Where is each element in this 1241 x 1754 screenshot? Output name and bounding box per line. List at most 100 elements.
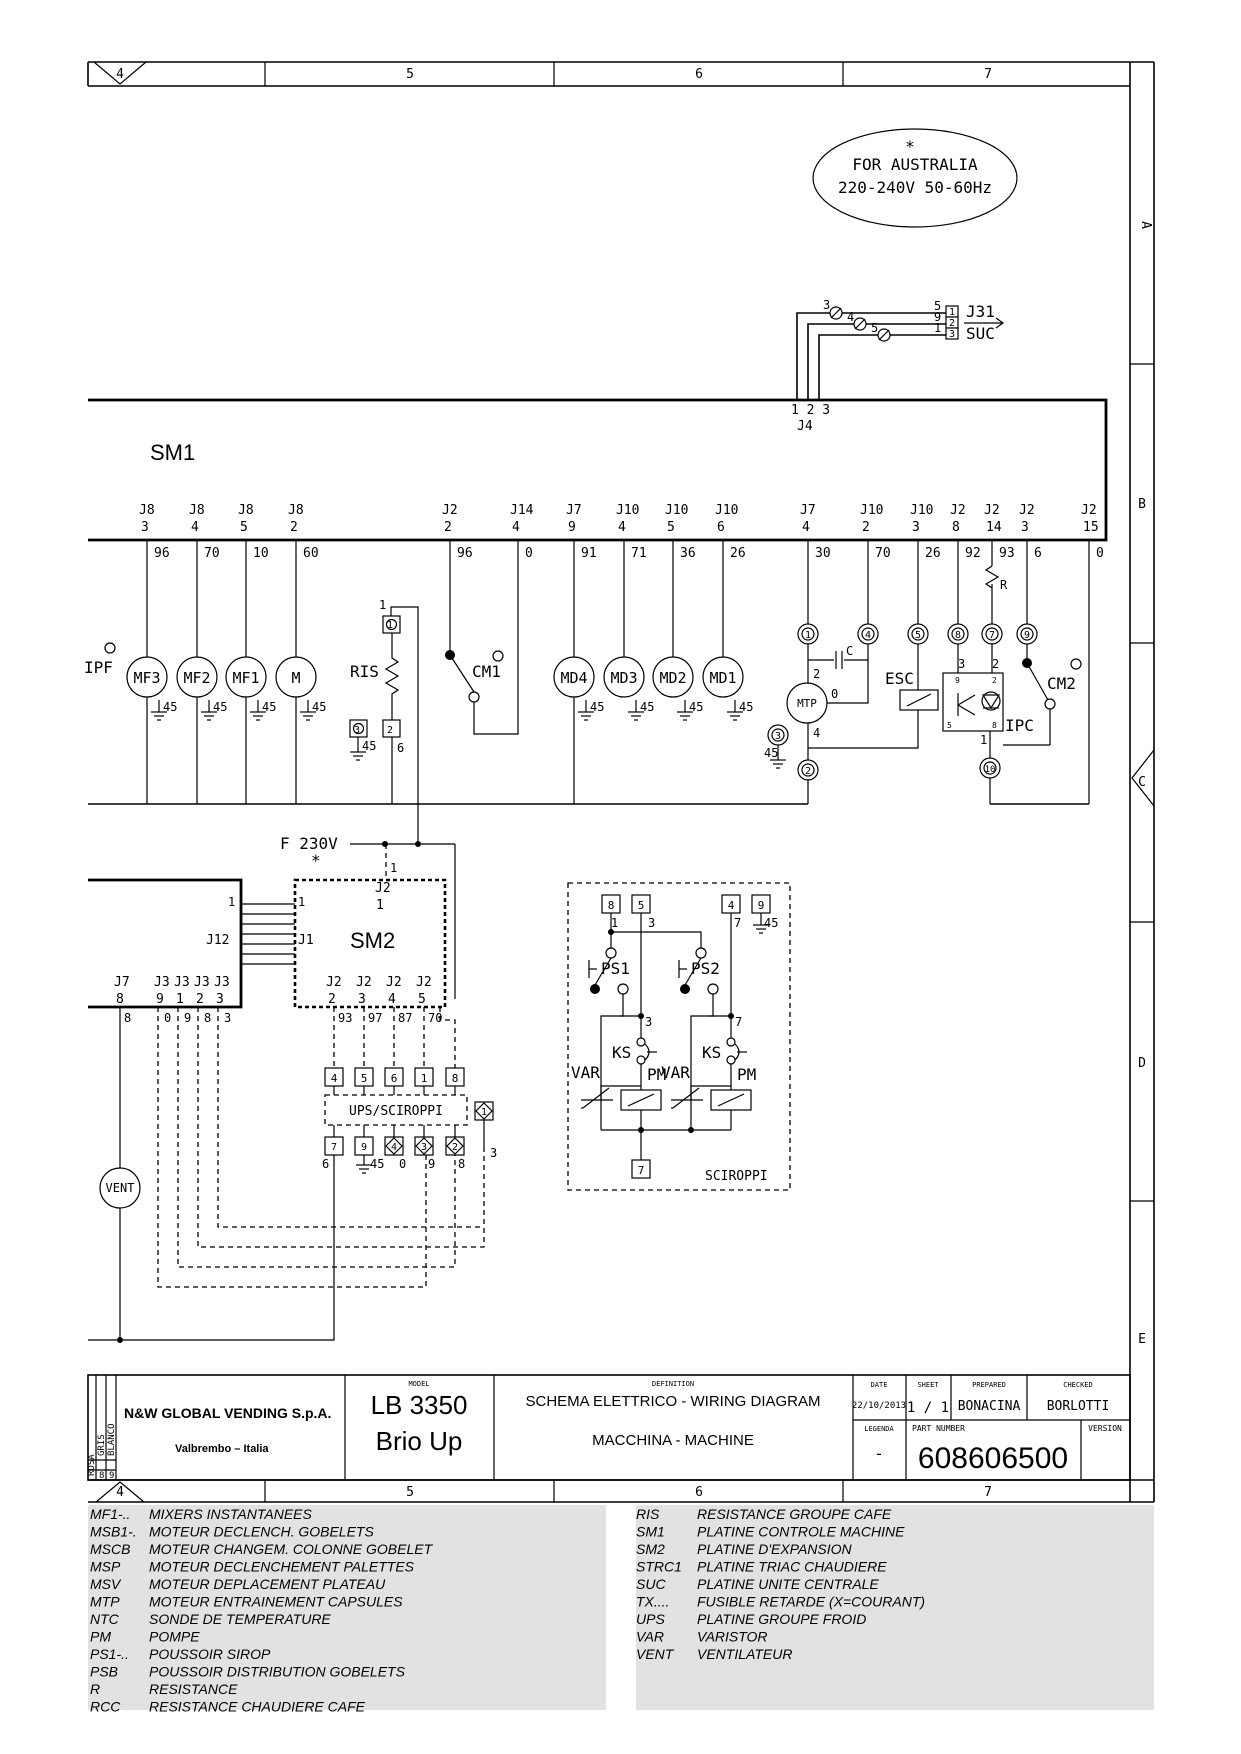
ups-bottom-wire: 0 bbox=[399, 1157, 406, 1171]
prepared-value: BONACINA bbox=[958, 1399, 1021, 1414]
definition-line2: MACCHINA - MACHINE bbox=[592, 1432, 754, 1449]
motor-label: M bbox=[291, 669, 300, 687]
sciroppi-node: 3 bbox=[645, 1015, 652, 1029]
ups-top-terminal-label: 4 bbox=[331, 1072, 338, 1085]
sm1-connector-name: J7 bbox=[566, 503, 582, 518]
company-name: N&W GLOBAL VENDING S.p.A. bbox=[124, 1405, 331, 1421]
sm1-connector-pin: 2 bbox=[862, 520, 870, 535]
ground-label: 45 bbox=[640, 700, 654, 714]
sm1-wire-number: 70 bbox=[875, 546, 891, 561]
j3-label: J3 bbox=[214, 975, 230, 990]
mtp-terminal: 4 bbox=[865, 630, 871, 641]
sm1-connector-pin: 6 bbox=[717, 520, 725, 535]
vent-label: VENT bbox=[106, 1181, 135, 1195]
ipc-label: IPC bbox=[1005, 716, 1034, 735]
legend-text: MOTEUR DECLENCH. GOBELETS bbox=[149, 1524, 374, 1540]
j1-label: J1 bbox=[298, 933, 314, 948]
j7-wire: 8 bbox=[124, 1011, 131, 1025]
legend-code: UPS bbox=[636, 1611, 665, 1627]
sciroppi-node: 7 bbox=[735, 1015, 742, 1029]
j2-pin: 4 bbox=[388, 992, 396, 1007]
sm1-connector-row: J8396J8470J8510J8260J2296J1440J7991J1047… bbox=[139, 503, 1104, 561]
sciroppi-wire: 7 bbox=[734, 916, 741, 930]
pm-coil-icon bbox=[717, 1093, 745, 1107]
color-number: 9 bbox=[109, 1471, 114, 1481]
sm1-connector-pin: 2 bbox=[444, 520, 452, 535]
sm1-connector-name: J8 bbox=[139, 503, 155, 518]
ipc-wire: 2 bbox=[992, 657, 999, 671]
j3-wire: 8 bbox=[204, 1011, 211, 1025]
legend-code: RCC bbox=[90, 1699, 121, 1715]
ground-label: 45 bbox=[163, 700, 177, 714]
ris-wire: 6 bbox=[397, 741, 404, 755]
j3-wire: 3 bbox=[224, 1011, 231, 1025]
legend-text: VENTILATEUR bbox=[697, 1646, 792, 1662]
mtp-terminal: 0 bbox=[831, 687, 838, 701]
legend-text: RESISTANCE CHAUDIERE CAFE bbox=[149, 1699, 366, 1715]
prepared-label: PREPARED bbox=[972, 1381, 1006, 1389]
legend-right-panel bbox=[636, 1505, 1154, 1710]
column-label: 5 bbox=[406, 67, 414, 82]
j2-pin: 3 bbox=[358, 992, 366, 1007]
sm1-connector-name: J2 bbox=[1081, 503, 1097, 518]
australia-note: * FOR AUSTRALIA 220-240V 50-60Hz bbox=[812, 128, 1018, 228]
legend-code: RIS bbox=[636, 1506, 660, 1522]
sm1-wire-number: 91 bbox=[581, 546, 597, 561]
definition-line1: SCHEMA ELETTRICO - WIRING DIAGRAM bbox=[525, 1393, 820, 1410]
sciroppi-wire bbox=[690, 994, 714, 1130]
ups-label: UPS/SCIROPPI bbox=[349, 1104, 443, 1119]
column-label: 7 bbox=[984, 67, 992, 82]
mtp-terminal: 2 bbox=[813, 667, 820, 681]
md-motor-label: MD3 bbox=[610, 669, 637, 687]
sm2-pin: 1 bbox=[298, 895, 305, 909]
date-label: DATE bbox=[871, 1381, 888, 1389]
diamond-icon bbox=[415, 1137, 433, 1155]
sm1-wire-number: 96 bbox=[154, 546, 170, 561]
sm1-wire-number: 60 bbox=[303, 546, 319, 561]
legend-code: NTC bbox=[90, 1611, 120, 1627]
ris-terminal: 2 bbox=[387, 725, 393, 736]
legend-text: POUSSOIR DISTRIBUTION GOBELETS bbox=[149, 1664, 406, 1680]
sciroppi-terminal-label: 5 bbox=[638, 899, 645, 912]
ground-label: 45 bbox=[362, 739, 376, 753]
legend-code: SM2 bbox=[636, 1541, 665, 1557]
legend-text: VARISTOR bbox=[697, 1629, 768, 1645]
legend-text: POUSSOIR SIROP bbox=[149, 1646, 271, 1662]
var-label: VAR bbox=[571, 1063, 600, 1082]
legend-text: PLATINE D'EXPANSION bbox=[697, 1541, 853, 1557]
sm1-connector-name: J8 bbox=[238, 503, 254, 518]
legend-code: SUC bbox=[636, 1576, 666, 1592]
ground-label: 45 bbox=[262, 700, 276, 714]
sm2-j2-wire: 70 bbox=[428, 1011, 442, 1025]
ris-terminal: 1 bbox=[387, 620, 393, 631]
sm1-connector-pin: 5 bbox=[240, 520, 248, 535]
ups-bottom-terminal bbox=[414, 1136, 434, 1156]
j3-pin: 3 bbox=[216, 992, 224, 1007]
pushbutton-contact bbox=[695, 947, 707, 959]
sm1-connector-name: J2 bbox=[442, 503, 458, 518]
legend-text: POMPE bbox=[149, 1629, 200, 1645]
sm1-wire-number: 10 bbox=[253, 546, 269, 561]
sm1-connector-pin: 8 bbox=[952, 520, 960, 535]
ups-bottom-terminal-label: 4 bbox=[391, 1142, 397, 1153]
sm1-connector-name: J2 bbox=[950, 503, 966, 518]
ipc-pin: 9 bbox=[955, 676, 960, 685]
legend-code: VAR bbox=[636, 1629, 664, 1645]
sm2-j2-pin: 1 bbox=[376, 898, 384, 913]
pm-coil-icon bbox=[627, 1093, 655, 1107]
sm1-wire-number: 36 bbox=[680, 546, 696, 561]
version-label: VERSION bbox=[1088, 1424, 1122, 1433]
sm1-connector-name: J10 bbox=[616, 503, 639, 518]
sm1-connector-pin: 14 bbox=[986, 520, 1002, 535]
j3-label: J3 bbox=[174, 975, 190, 990]
cm2-terminal: 9 bbox=[1024, 630, 1030, 641]
part-number-label: PART NUMBER bbox=[912, 1424, 965, 1433]
pushbutton-contact bbox=[680, 984, 690, 994]
model-name: LB 3350 bbox=[371, 1390, 468, 1420]
mtp-terminal: 2 bbox=[805, 766, 811, 777]
ipc-pin: 2 bbox=[992, 676, 997, 685]
motor-label: MF3 bbox=[133, 669, 160, 687]
frame-column-labels: 4 5 6 7 4 5 6 7 bbox=[116, 67, 992, 1500]
ipc-pin: 5 bbox=[947, 721, 952, 730]
